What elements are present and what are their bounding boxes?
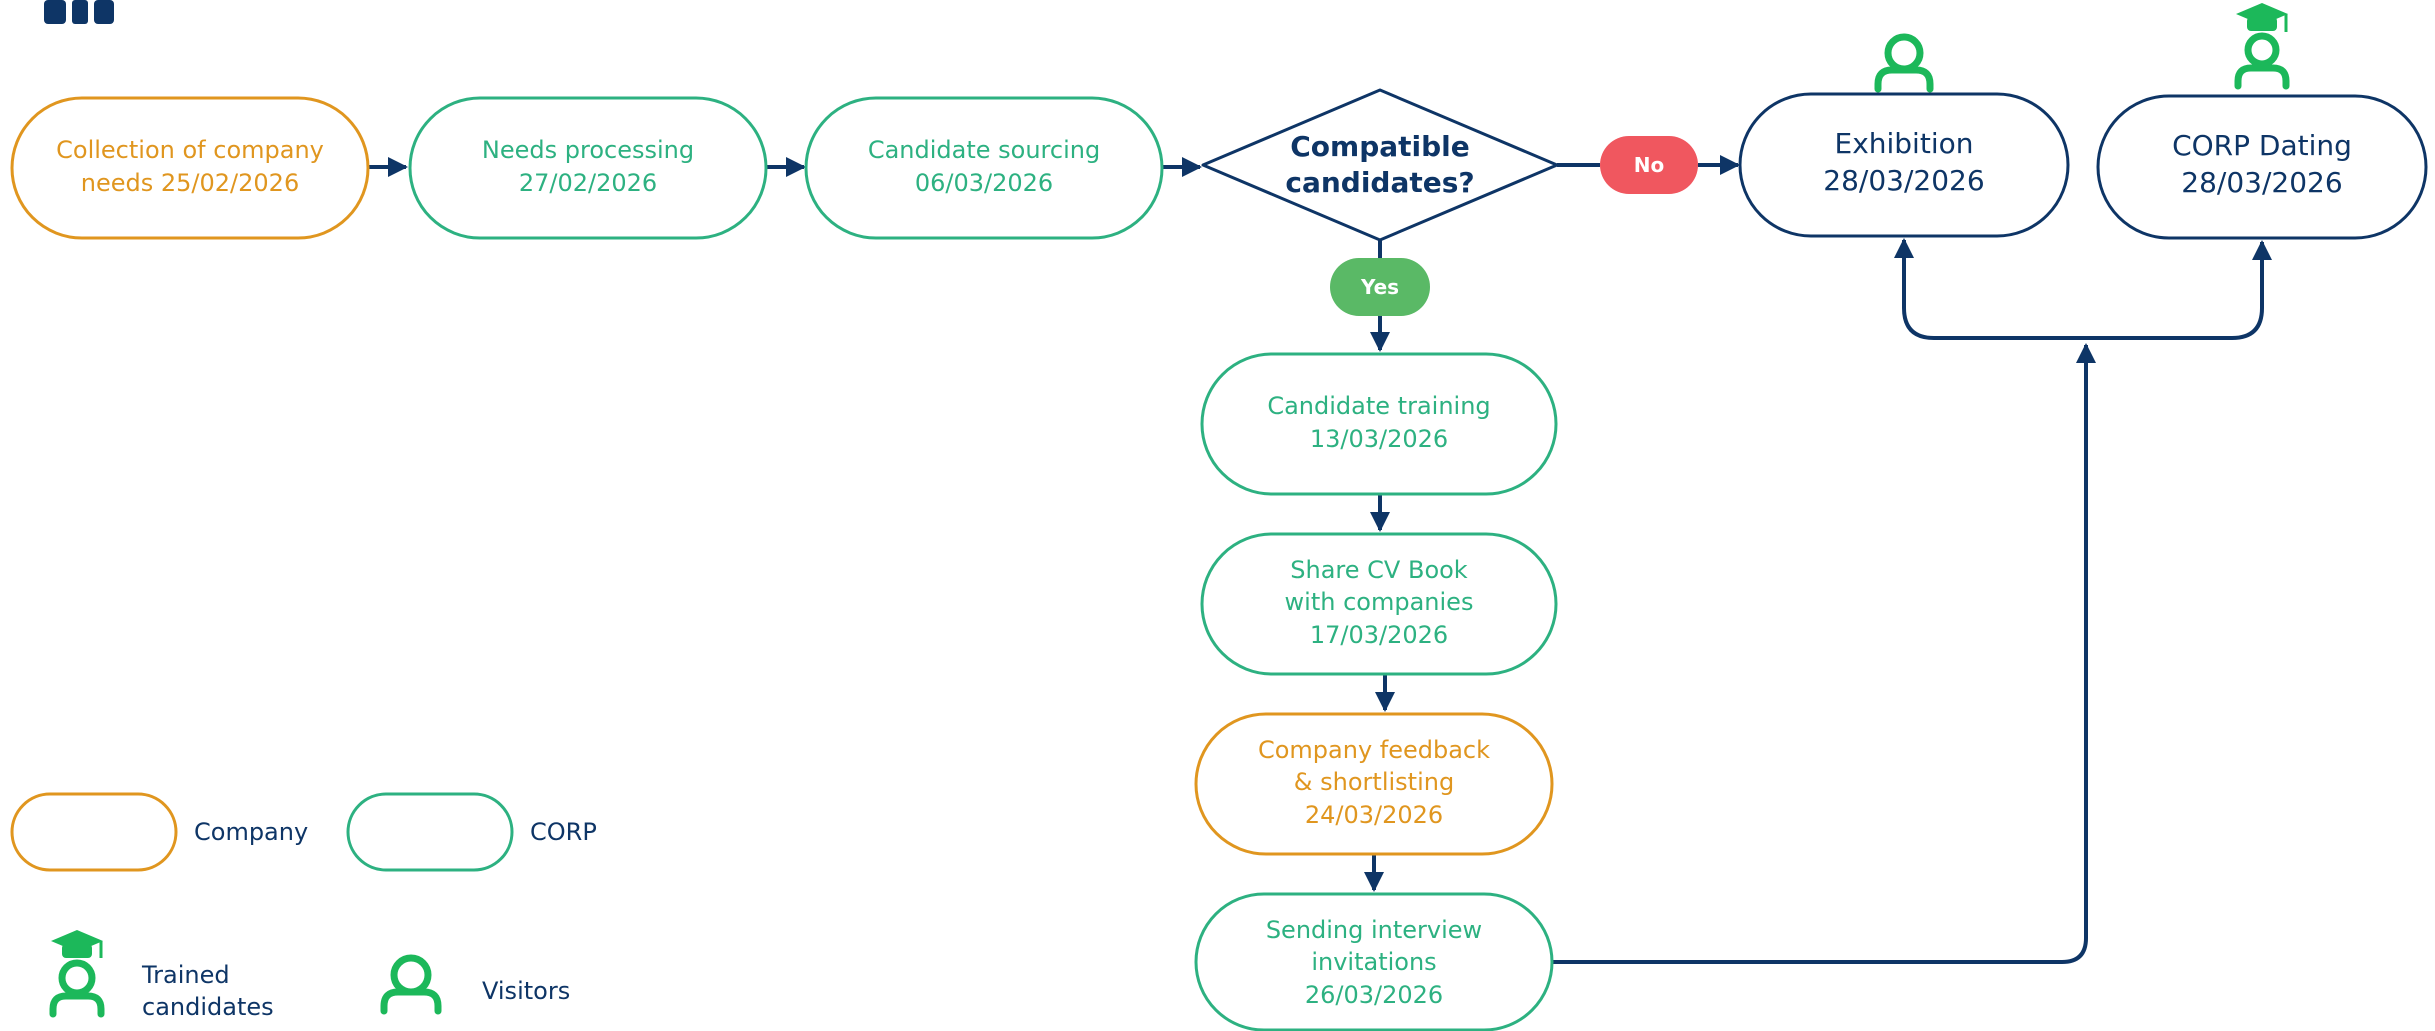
node-corp-dating: CORP Dating 28/03/2026 [2096, 94, 2428, 240]
node-feedback-line3: 24/03/2026 [1305, 801, 1443, 829]
legend-trained: Trained candidates [49, 930, 274, 1021]
node-training-line1: Candidate training [1267, 392, 1490, 420]
decision-line1: Compatible [1290, 130, 1470, 163]
node-company-feedback: Company feedback & shortlisting 24/03/20… [1194, 712, 1554, 856]
node-collection-line2: needs 25/02/2026 [81, 169, 299, 197]
node-exhibition-line1: Exhibition [1835, 127, 1974, 160]
badge-no: No [1600, 136, 1698, 194]
node-exhibition: Exhibition 28/03/2026 [1738, 92, 2070, 238]
legend-corp-swatch [346, 792, 514, 872]
legend-trained-line2: candidates [142, 993, 274, 1021]
line-fork-to-exhibition [1894, 238, 2086, 340]
node-invites-line1: Sending interview [1266, 916, 1482, 944]
node-feedback-line1: Company feedback [1258, 736, 1490, 764]
graduate-person-icon [2234, 3, 2290, 90]
node-cvbook-line1: Share CV Book [1290, 556, 1468, 584]
line-invites-to-trunk [1552, 343, 2096, 964]
node-invites-line2: invitations [1311, 948, 1436, 976]
node-sourcing-line1: Candidate sourcing [868, 136, 1100, 164]
node-exhibition-line2: 28/03/2026 [1823, 164, 1984, 197]
legend-graduate-person-icon [49, 930, 105, 1018]
person-icon [1874, 33, 1934, 93]
legend-visitors: Visitors [380, 954, 570, 1015]
line-fork-to-dating [2086, 240, 2272, 340]
badge-yes-label: Yes [1360, 275, 1399, 299]
node-interview-invitations: Sending interview invitations 26/03/2026 [1194, 892, 1554, 1031]
node-collection: Collection of company needs 25/02/2026 [10, 96, 370, 240]
connectors [368, 155, 2272, 964]
legend-corp-label: CORP [530, 818, 597, 846]
node-invites-line3: 26/03/2026 [1305, 981, 1443, 1009]
legend-company-swatch [10, 792, 178, 872]
node-cvbook-line2: with companies [1285, 588, 1474, 616]
decision-line2: candidates? [1285, 166, 1474, 199]
node-share-cv-book: Share CV Book with companies 17/03/2026 [1200, 532, 1558, 676]
node-candidate-sourcing: Candidate sourcing 06/03/2026 [804, 96, 1164, 240]
legend: Company CORP Trained candidates [10, 792, 597, 1021]
decision-diamond: Compatible candidates? [1201, 88, 1559, 242]
legend-person-icon [380, 954, 442, 1015]
legend-corp: CORP [346, 792, 597, 872]
legend-trained-line1: Trained [141, 961, 230, 989]
node-cvbook-line3: 17/03/2026 [1310, 621, 1448, 649]
node-collection-line1: Collection of company [56, 136, 324, 164]
node-candidate-training: Candidate training 13/03/2026 [1200, 352, 1558, 496]
node-dating-line1: CORP Dating [2172, 129, 2352, 162]
badge-no-label: No [1634, 153, 1664, 177]
badge-yes: Yes [1330, 258, 1430, 316]
node-sourcing-line2: 06/03/2026 [915, 169, 1053, 197]
legend-visitors-label: Visitors [482, 977, 570, 1005]
node-needs-line1: Needs processing [482, 136, 694, 164]
node-needs-line2: 27/02/2026 [519, 169, 657, 197]
legend-company: Company [10, 792, 308, 872]
legend-company-label: Company [194, 818, 308, 846]
node-dating-line2: 28/03/2026 [2181, 166, 2342, 199]
node-training-line2: 13/03/2026 [1310, 425, 1448, 453]
node-needs-processing: Needs processing 27/02/2026 [408, 96, 768, 240]
logo-icon [44, 0, 114, 24]
node-feedback-line2: & shortlisting [1294, 768, 1454, 796]
